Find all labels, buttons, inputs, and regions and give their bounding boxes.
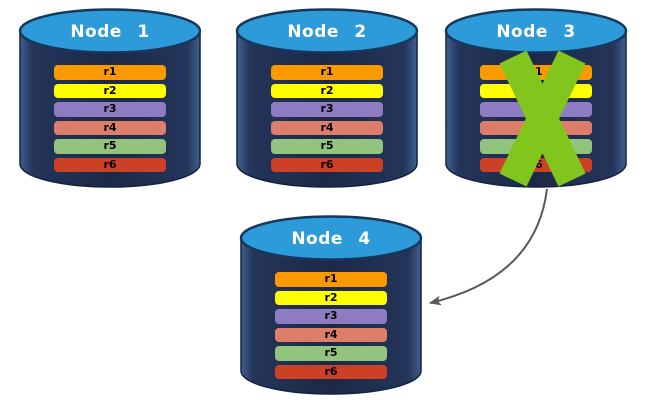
partition-list: r1 r2 r3 r4 r5 r6 <box>275 272 387 379</box>
partition-bar: r3 <box>480 102 592 117</box>
partition-list: r1 r2 r3 r4 r5 r6 <box>54 65 166 172</box>
partition-bar: r5 <box>271 139 383 154</box>
failover-arrow <box>429 188 548 306</box>
partition-bar: r2 <box>271 83 383 98</box>
partition-bar: r6 <box>275 364 387 379</box>
partition-bar: r6 <box>271 157 383 172</box>
node-3-cylinder: Node 3 r1 r2 r3 r4 r5 r6 <box>443 7 629 189</box>
node-label: Node 2 <box>287 22 367 42</box>
partition-bar: r4 <box>480 120 592 135</box>
partition-bar: r4 <box>275 327 387 342</box>
partition-bar: r4 <box>271 120 383 135</box>
partition-list: r1 r2 r3 r4 r5 r6 <box>480 65 592 172</box>
partition-bar: r1 <box>271 65 383 80</box>
node-1-cylinder: Node 1 r1 r2 r3 r4 r5 r6 <box>17 7 203 189</box>
partition-list: r1 r2 r3 r4 r5 r6 <box>271 65 383 172</box>
node-4-cylinder: Node 4 r1 r2 r3 r4 r5 r6 <box>238 214 424 396</box>
partition-bar: r5 <box>54 139 166 154</box>
partition-bar: r1 <box>54 65 166 80</box>
node-label: Node 1 <box>70 22 150 42</box>
partition-bar: r3 <box>271 102 383 117</box>
cylinder-top <box>18 8 202 54</box>
partition-bar: r3 <box>54 102 166 117</box>
node-label: Node 3 <box>496 22 576 42</box>
partition-bar: r2 <box>480 83 592 98</box>
partition-bar: r5 <box>275 346 387 361</box>
node-label: Node 4 <box>291 229 371 249</box>
partition-bar: r1 <box>275 272 387 287</box>
partition-bar: r1 <box>480 65 592 80</box>
partition-bar: r4 <box>54 120 166 135</box>
partition-bar: r5 <box>480 139 592 154</box>
partition-bar: r6 <box>480 157 592 172</box>
partition-bar: r6 <box>54 157 166 172</box>
cylinder-top <box>235 8 419 54</box>
cylinder-top <box>239 215 423 261</box>
node-2-cylinder: Node 2 r1 r2 r3 r4 r5 r6 <box>234 7 420 189</box>
partition-bar: r2 <box>54 83 166 98</box>
partition-bar: r2 <box>275 290 387 305</box>
partition-bar: r3 <box>275 309 387 324</box>
